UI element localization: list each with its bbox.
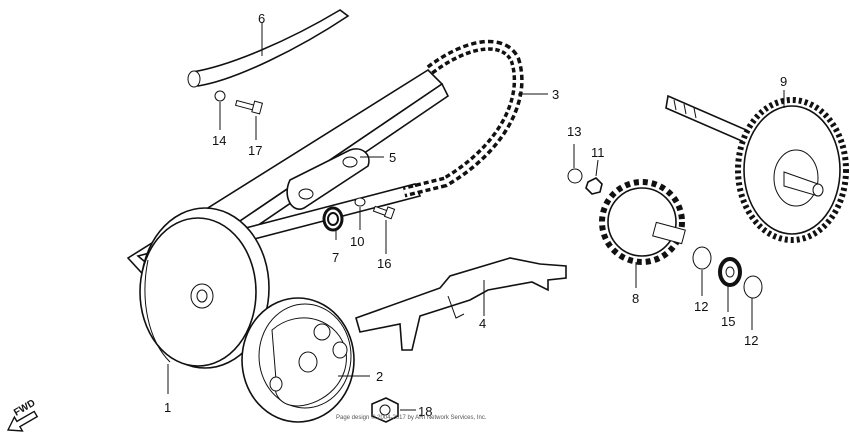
drive-sprocket xyxy=(599,179,686,265)
callout-14: 14 xyxy=(212,133,226,148)
callout-18: 18 xyxy=(418,404,432,419)
callout-8: 8 xyxy=(632,291,639,306)
bearing-15 xyxy=(718,257,742,287)
callout-17: 17 xyxy=(248,143,262,158)
callout-12b: 12 xyxy=(744,333,758,348)
callout-6: 6 xyxy=(258,11,265,26)
tensioner-arm xyxy=(286,148,370,210)
callout-16: 16 xyxy=(377,256,391,271)
chain-tensioner-slider xyxy=(187,9,350,88)
fwd-arrow-icon: FWD xyxy=(6,398,39,432)
callout-13: 13 xyxy=(567,124,581,139)
callout-4: 4 xyxy=(479,316,486,331)
drive-pulley xyxy=(139,207,270,369)
nut-18 xyxy=(371,397,399,423)
shift-lever xyxy=(355,257,567,351)
callout-5: 5 xyxy=(389,150,396,165)
washer-13 xyxy=(567,168,583,184)
nut-11 xyxy=(585,177,603,195)
callout-15: 15 xyxy=(721,314,735,329)
washer-12b xyxy=(743,275,763,299)
footer-credit: Page design © 2004-2017 by ARI Network S… xyxy=(336,414,487,421)
washer-10 xyxy=(354,197,366,207)
tensioner-spring xyxy=(322,206,344,232)
bolt-17 xyxy=(234,99,264,115)
drive-chain xyxy=(402,39,524,198)
output-shaft-gear xyxy=(665,94,849,243)
callout-3: 3 xyxy=(552,87,559,102)
callout-2: 2 xyxy=(376,369,383,384)
callout-1: 1 xyxy=(164,400,171,415)
callout-9: 9 xyxy=(780,74,787,89)
clutch-assembly xyxy=(241,297,355,423)
callout-11: 11 xyxy=(591,145,605,160)
callout-10: 10 xyxy=(350,234,364,249)
washer-14 xyxy=(214,90,226,102)
callout-7: 7 xyxy=(332,250,339,265)
bolt-16 xyxy=(372,205,396,220)
washer-12a xyxy=(692,246,712,270)
leader-lines xyxy=(167,22,785,411)
callout-12a: 12 xyxy=(694,299,708,314)
